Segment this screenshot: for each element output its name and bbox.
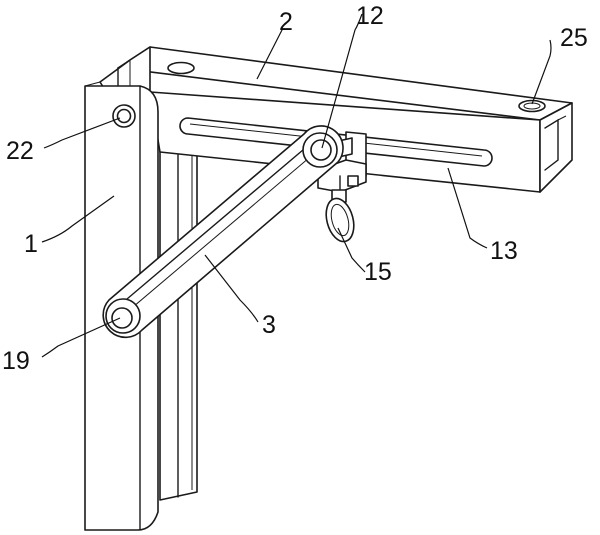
label-15: 15 xyxy=(364,258,392,286)
leader-2 xyxy=(256,27,284,80)
top-hole-left xyxy=(167,61,195,75)
leader-19 xyxy=(41,317,121,358)
leader-12 xyxy=(321,13,363,149)
leader-3 xyxy=(204,254,259,323)
leader-1 xyxy=(41,195,115,243)
label-1: 1 xyxy=(24,230,38,258)
label-19: 19 xyxy=(2,347,30,375)
label-3: 3 xyxy=(262,311,276,339)
label-25: 25 xyxy=(560,24,588,52)
leader-22 xyxy=(43,117,121,149)
leader-13 xyxy=(447,167,488,249)
leader-lines xyxy=(41,13,552,358)
label-13: 13 xyxy=(490,237,518,265)
top-hole-right xyxy=(518,99,546,113)
leader-25 xyxy=(531,39,552,105)
hanging-ring xyxy=(325,189,355,243)
link-arm xyxy=(102,125,344,339)
label-12: 12 xyxy=(356,2,384,30)
label-2: 2 xyxy=(279,8,293,36)
label-22: 22 xyxy=(6,137,34,165)
inner-vertical-plate xyxy=(159,117,198,501)
reference-labels: 1 2 3 12 13 15 19 22 25 xyxy=(2,2,588,375)
leader-15 xyxy=(337,227,366,273)
pivot-pin-upper xyxy=(112,104,136,128)
